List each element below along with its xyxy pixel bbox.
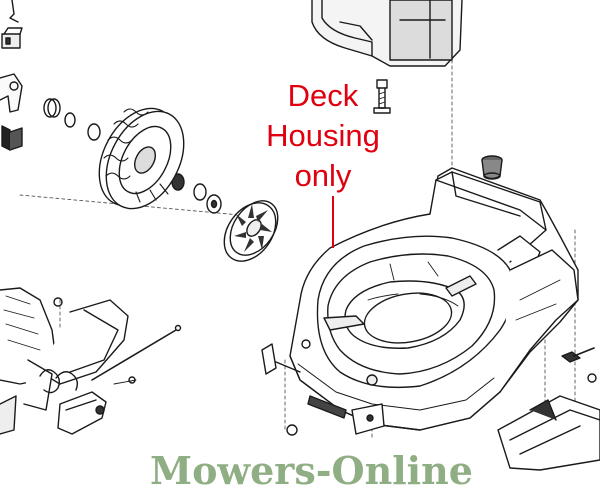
front-wheel-bracket <box>497 395 600 471</box>
hub-cap <box>223 200 279 262</box>
bushing <box>481 155 503 180</box>
rear-wheel <box>98 107 185 210</box>
rear-chute-flap <box>0 287 129 411</box>
handle-bracket <box>0 324 182 435</box>
callout-label-line-1: Deck <box>287 78 359 113</box>
axle-washers <box>43 98 222 214</box>
screw <box>561 347 597 383</box>
height-adjuster-parts <box>0 0 23 151</box>
callout-label-line-3: only <box>294 158 352 193</box>
engine <box>311 0 463 67</box>
watermark-logo: Mowers-Online <box>150 448 473 493</box>
callout-label-line-2: Housing <box>266 118 380 153</box>
callout-leader-line <box>332 196 334 248</box>
deck-housing <box>261 167 579 436</box>
engine-bolt <box>373 79 391 114</box>
